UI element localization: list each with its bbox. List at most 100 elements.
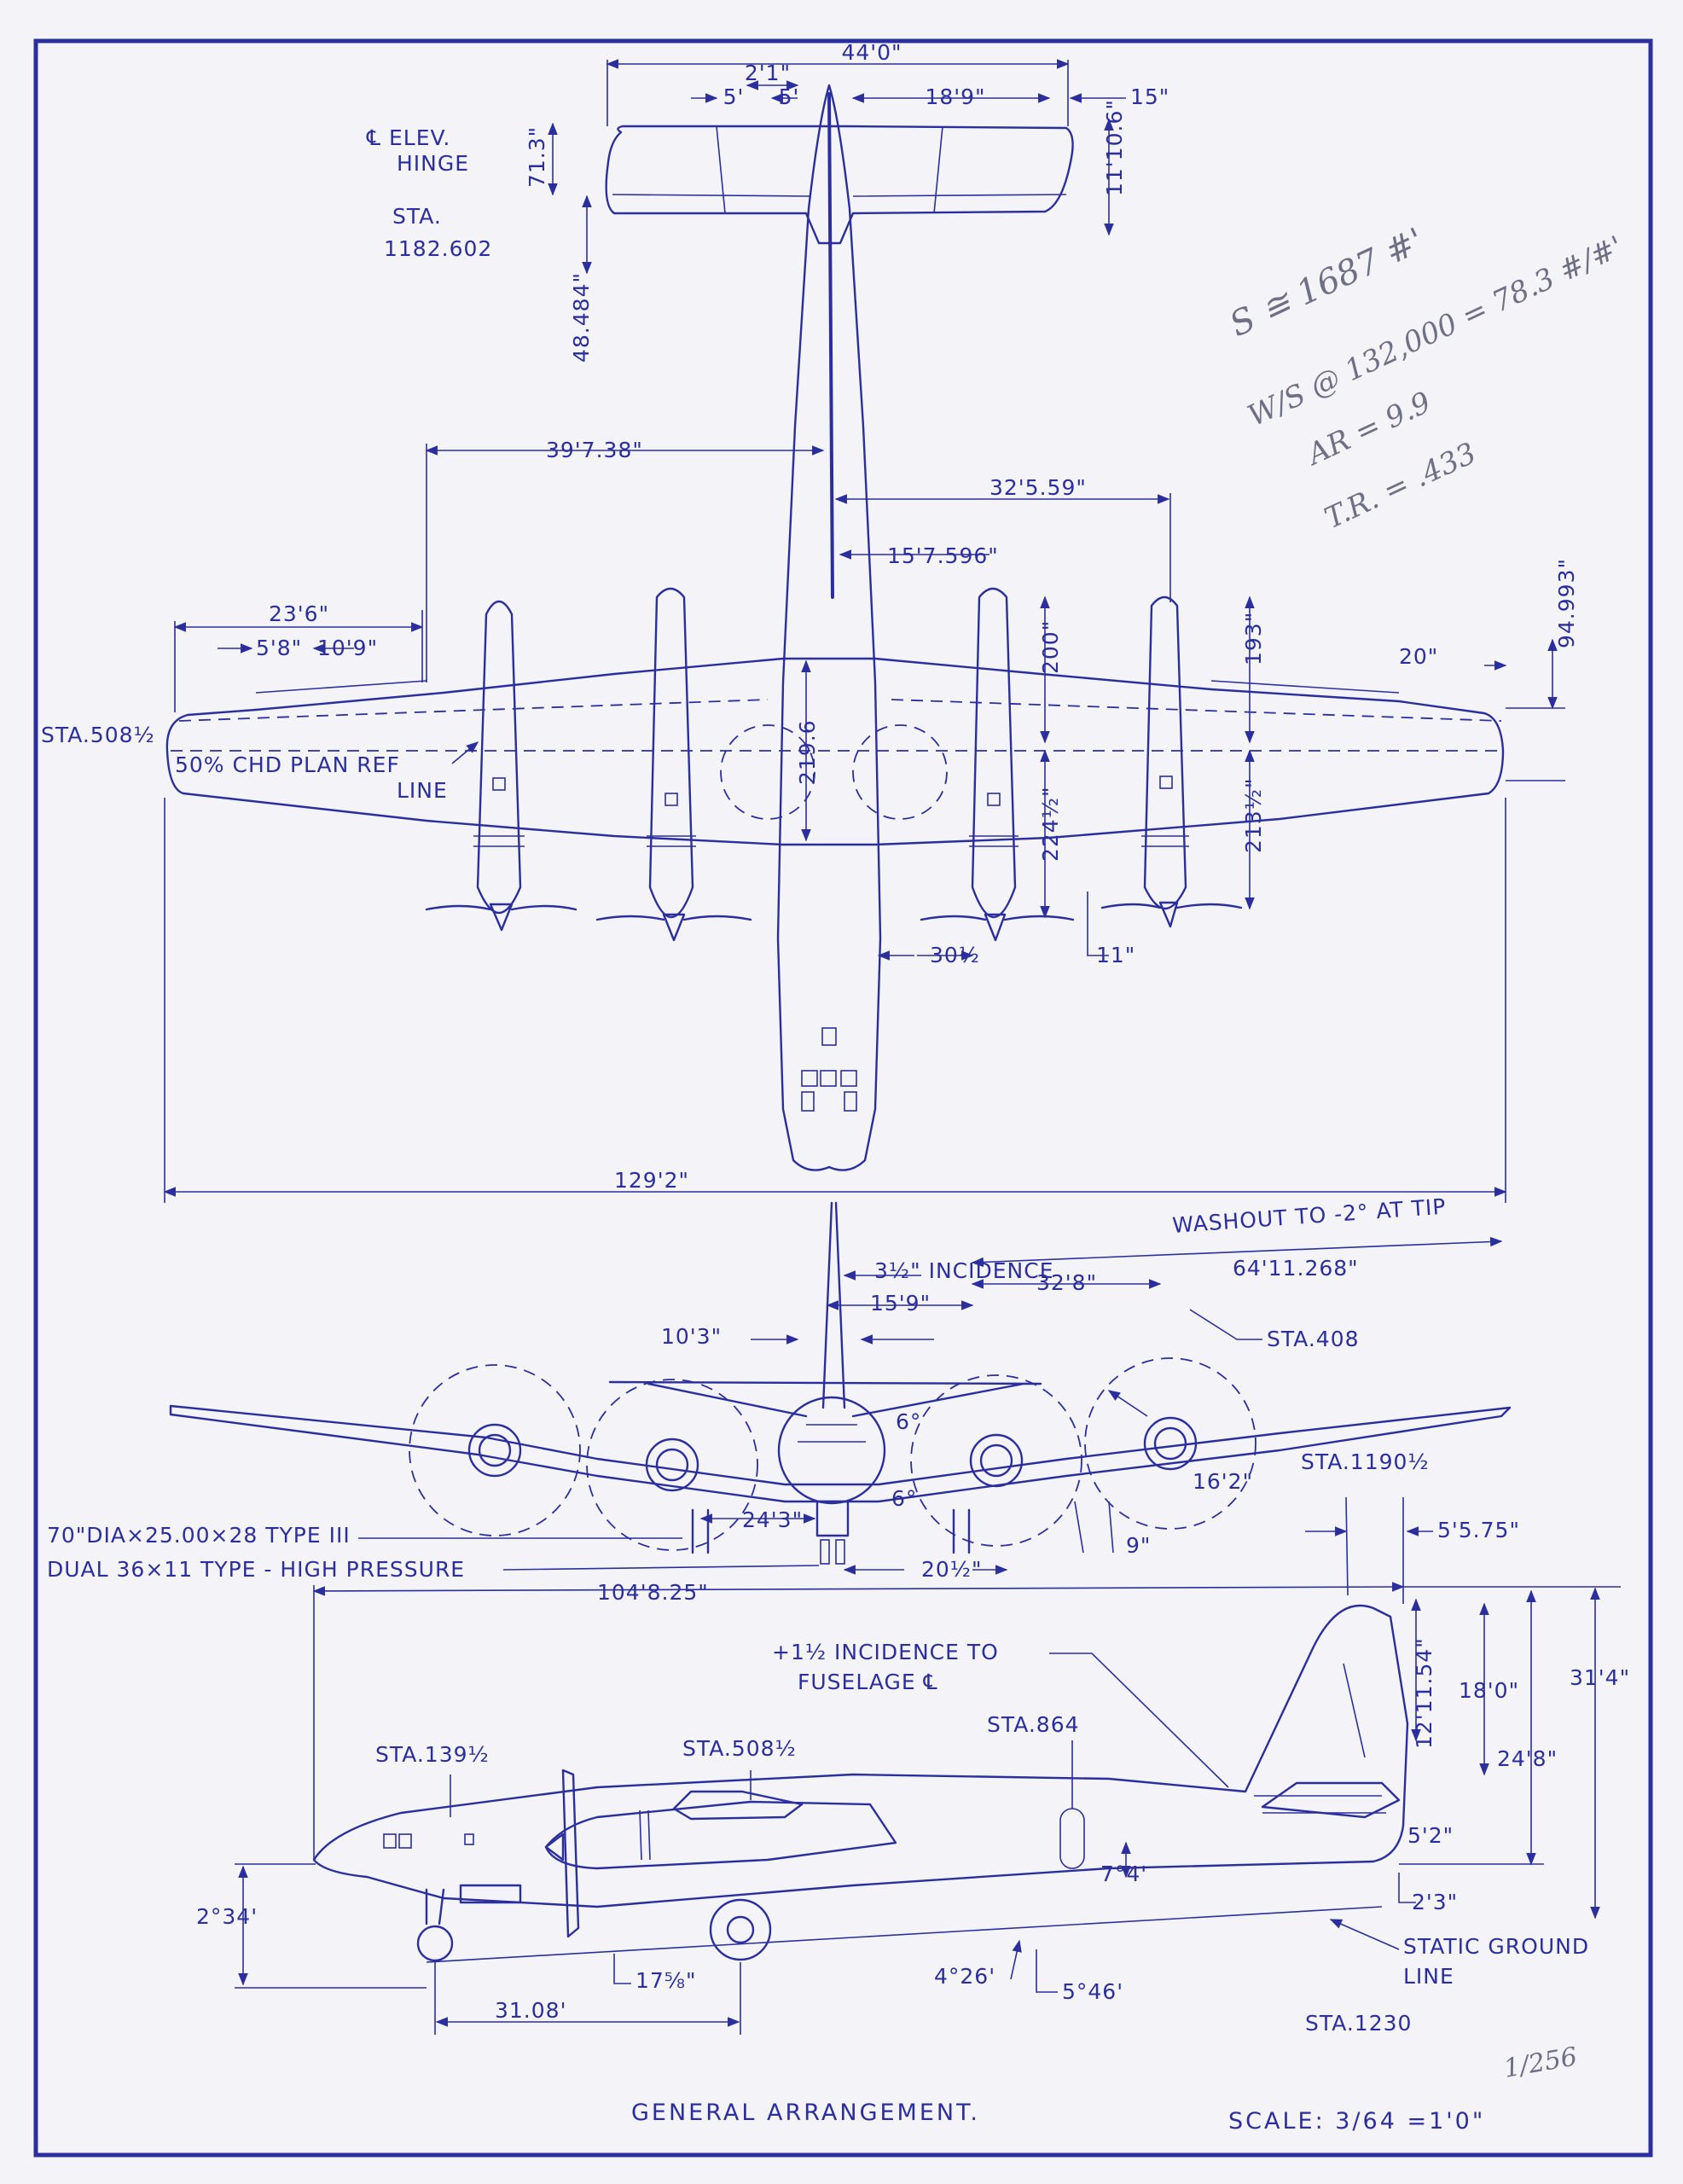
tail-hinge-dim: 71.3" [525, 126, 549, 188]
fin-offset-side: 5'5.75" [1437, 1518, 1520, 1542]
ground-line-2: LINE [1403, 1964, 1454, 1989]
plan-nacelle-3 [920, 587, 1075, 942]
front-engine-3 [910, 1374, 1082, 1547]
overall-span-dim: 129'2" [614, 1168, 689, 1193]
side-stabilizer [1261, 1781, 1401, 1819]
washout-label: WASHOUT TO -2° AT TIP [1171, 1194, 1447, 1238]
pencil-area: S ≅ 1687 #' [1224, 221, 1431, 345]
sta1230-label: STA.1230 [1305, 2011, 1412, 2036]
tail-tab-right: 5' [779, 84, 800, 109]
tail-angle-dim: 5°46' [1062, 1979, 1123, 2004]
elev-hinge-label-2: HINGE [397, 151, 469, 176]
gear-offset-dim: 17⅝" [635, 1968, 697, 1993]
side-sta864: STA.864 [987, 1712, 1080, 1737]
wing-dim-right: 32'5.59" [989, 475, 1087, 500]
tail-span-dim: 44'0" [841, 40, 902, 65]
wing-dim-inboard: 15'7.596" [887, 543, 999, 568]
tail-sta-label-1: STA. [392, 204, 442, 229]
aileron-dim: 23'6" [269, 601, 329, 626]
tip-ext-dim: 20" [1399, 644, 1438, 669]
pencil-loading: W/S @ 132,000 = 78.3 #/#' [1243, 229, 1628, 433]
front-dim-mid: 32'8" [1036, 1270, 1097, 1295]
elev-hinge-label-1: ℄ ELEV. [366, 125, 450, 150]
inboard-fwd-dim: 200" [1038, 620, 1063, 674]
ref-line-label-1: 50% CHD PLAN REF [175, 752, 400, 777]
gear-track-dim: 24'3" [742, 1507, 803, 1532]
side-incidence-2: FUSELAGE ℄ [798, 1670, 938, 1694]
tail-elevator-dim: 18'9" [925, 84, 985, 109]
sta408-label: STA.408 [1267, 1327, 1360, 1351]
sta1190-label: STA.1190½ [1301, 1449, 1430, 1474]
plan-wing [165, 657, 1505, 846]
nose-angle-dim: 2°34' [196, 1904, 258, 1929]
tail-root-dim: 2'1" [745, 61, 791, 85]
side-view: STATIC GROUND LINE 104'8.25" STA.1190½ 5… [196, 1449, 1630, 2036]
root-chord-dim: 219.6 [795, 719, 820, 785]
ref-line-label-2: LINE [397, 778, 448, 803]
aileron-outer-dim: 10'9" [317, 636, 378, 660]
tail-sta-offset: 48.484" [569, 272, 594, 363]
tire-nose-label: DUAL 36×11 TYPE - HIGH PRESSURE [47, 1557, 465, 1582]
outboard-aft-dim: 213½" [1241, 778, 1266, 853]
side-fuselage [312, 1604, 1409, 1908]
tip-chord-dim: 94.993" [1554, 558, 1579, 648]
tail-sta-label-2: 1182.602 [384, 236, 492, 261]
fin-upper-dim: 18'0" [1459, 1678, 1519, 1703]
wheelbase-dim: 31.08' [495, 1998, 566, 2023]
pencil-scale: 1/256 [1501, 2042, 1579, 2083]
total-height-dim: 31'4" [1570, 1665, 1630, 1690]
incidence-label: 3½" INCIDENCE [874, 1258, 1054, 1283]
prop-diam-dim: 16'2" [1193, 1469, 1253, 1494]
side-sta139: STA.139½ [375, 1742, 490, 1767]
ground-angle-dim: 4°26' [934, 1964, 995, 1989]
side-incidence-1: +1½ INCIDENCE TO [772, 1640, 999, 1664]
rudder-dim: 12'11.54" [1412, 1637, 1436, 1749]
dihedral-upper: 6° [896, 1409, 921, 1434]
front-dim-inner: 15'9" [870, 1291, 931, 1316]
fin-height-dim: 24'8" [1497, 1746, 1558, 1771]
tail-low-dim: 5'2" [1407, 1823, 1454, 1848]
plan-nacelle-1 [425, 600, 577, 932]
front-engine-4 [1084, 1357, 1256, 1530]
wing-sta-label: STA.508½ [41, 723, 155, 747]
tail-tip-dim: 15" [1130, 84, 1169, 109]
front-dim-tip: 64'11.268" [1233, 1256, 1359, 1281]
pencil-notes: S ≅ 1687 #' W/S @ 132,000 = 78.3 #/#' AR… [1224, 221, 1628, 536]
sheet-border [33, 38, 1653, 2158]
front-fuselage [777, 1396, 886, 1505]
front-engine-1 [409, 1364, 581, 1536]
fuse-angle-dim: 7°4' [1100, 1862, 1147, 1886]
plan-nacelle-2 [595, 587, 752, 942]
fin-offset-dim: 10'3" [661, 1324, 722, 1349]
ground-line-1: STATIC GROUND [1403, 1934, 1589, 1959]
drawing-title: GENERAL ARRANGEMENT. [631, 2100, 980, 2126]
prop-gap-dim: 11" [1096, 943, 1135, 967]
drawing-scale: SCALE: 3/64 =1'0" [1228, 2108, 1485, 2135]
front-view: 3½" INCIDENCE WASHOUT TO -2° AT TIP 64'1… [47, 1194, 1512, 1582]
inboard-aft-dim: 224½" [1038, 787, 1063, 862]
front-engine-2 [586, 1379, 758, 1551]
outboard-fwd-dim: 193" [1241, 612, 1266, 665]
dihedral-lower: 6° [891, 1486, 917, 1511]
tire-main-label: 70"DIA×25.00×28 TYPE III [47, 1523, 351, 1548]
plan-view: 44'0" 2'1" 5' 5' 18'9" 15" 11'10.6" 71.3… [41, 40, 1579, 1203]
side-main-wheel [709, 1898, 772, 1961]
prop-offset-dim: 30½ [930, 943, 980, 967]
front-wing [169, 1404, 1512, 1503]
plan-nacelle-4 [1100, 595, 1243, 928]
tail-chord-dim: 11'10.6" [1102, 99, 1127, 196]
length-dim: 104'8.25" [597, 1580, 709, 1605]
horizontal-tail [605, 125, 1074, 245]
side-propeller [561, 1769, 580, 1938]
wing-dim-left: 39'7.38" [546, 438, 643, 462]
tail-tab-left: 5' [723, 84, 745, 109]
plan-fuselage [776, 84, 882, 1171]
side-sta508: STA.508½ [682, 1736, 797, 1761]
tab-dim: 5'8" [256, 636, 302, 660]
nose-gear-dim: 20½" [921, 1557, 983, 1582]
tail-clear-dim: 2'3" [1412, 1890, 1458, 1914]
tip-clearance-dim: 9" [1126, 1533, 1151, 1558]
side-nose-wheel [416, 1925, 454, 1962]
side-nacelle [544, 1800, 897, 1870]
